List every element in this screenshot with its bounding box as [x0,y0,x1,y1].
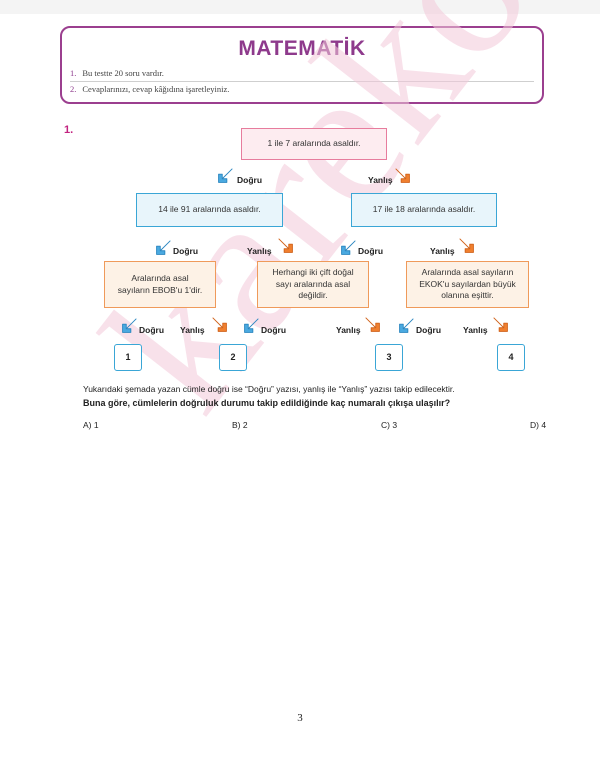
flow-box-right: 17 ile 18 aralarında asaldır. [351,193,497,227]
arrow-down-right-icon [395,168,410,183]
arrow-down-right-icon [459,238,474,253]
flow-box-ekok: Aralarında asal sayıların EKOK'u sayılar… [406,261,529,308]
question-prompt: Buna göre, cümlelerin doğruluk durumu ta… [83,398,451,408]
true-label: Doğru [358,246,384,256]
true-label: Doğru [139,325,165,335]
arrow-down-left-icon [341,240,356,255]
exit-2: 2 [219,344,247,371]
flow-box-cift: Herhangi iki çift doğal sayı aralarında … [257,261,369,308]
arrow-down-left-icon [399,318,414,333]
question-text: Yukarıdaki şemada yazan cümle doğru ise … [83,384,455,394]
true-label: Doğru [416,325,442,335]
true-label: Doğru [237,175,263,185]
instruction-number: 2. [70,84,77,94]
true-label: Doğru [261,325,287,335]
arrow-down-left-icon [244,318,259,333]
exit-1: 1 [114,344,142,371]
instruction-text: Bu testte 20 soru vardır. [82,68,164,78]
option-a[interactable]: A) 1 [83,420,99,430]
false-label: Yanlış [336,325,361,335]
flow-box-ebob: Aralarında asal sayıların EBOB'u 1'dir. [104,261,216,308]
arrow-down-left-icon [218,168,233,183]
false-label: Yanlış [368,175,393,185]
flow-root-box: 1 ile 7 aralarında asaldır. [241,128,387,160]
flow-box-left: 14 ile 91 aralarında asaldır. [136,193,283,227]
true-label: Doğru [173,246,199,256]
instruction-2: 2. Cevaplarınızı, cevap kâğıdına işaretle… [70,84,229,94]
false-label: Yanlış [180,325,205,335]
rule-line [70,81,534,82]
exit-3: 3 [375,344,403,371]
arrow-down-right-icon [212,317,227,332]
option-d[interactable]: D) 4 [530,420,547,430]
header-band [0,0,600,14]
false-label: Yanlış [463,325,488,335]
exit-4: 4 [497,344,525,371]
subject-title: MATEMATİK [238,37,366,60]
arrow-down-right-icon [278,238,293,253]
page-number: 3 [297,712,303,724]
arrow-down-right-icon [493,317,508,332]
option-b[interactable]: B) 2 [232,420,248,430]
false-label: Yanlış [430,246,455,256]
arrow-down-right-icon [365,317,380,332]
false-label: Yanlış [247,246,272,256]
question-number: 1. [64,124,74,136]
instruction-number: 1. [70,68,77,78]
test-header: MATEMATİK 1. Bu testte 20 soru vardır. 2.… [60,26,544,104]
arrow-down-left-icon [156,240,171,255]
option-c[interactable]: C) 3 [381,420,398,430]
instruction-text: Cevaplarınızı, cevap kâğıdına işaretleyi… [82,84,230,94]
arrow-down-left-icon [122,318,137,333]
instruction-1: 1. Bu testte 20 soru vardır. [70,68,534,82]
